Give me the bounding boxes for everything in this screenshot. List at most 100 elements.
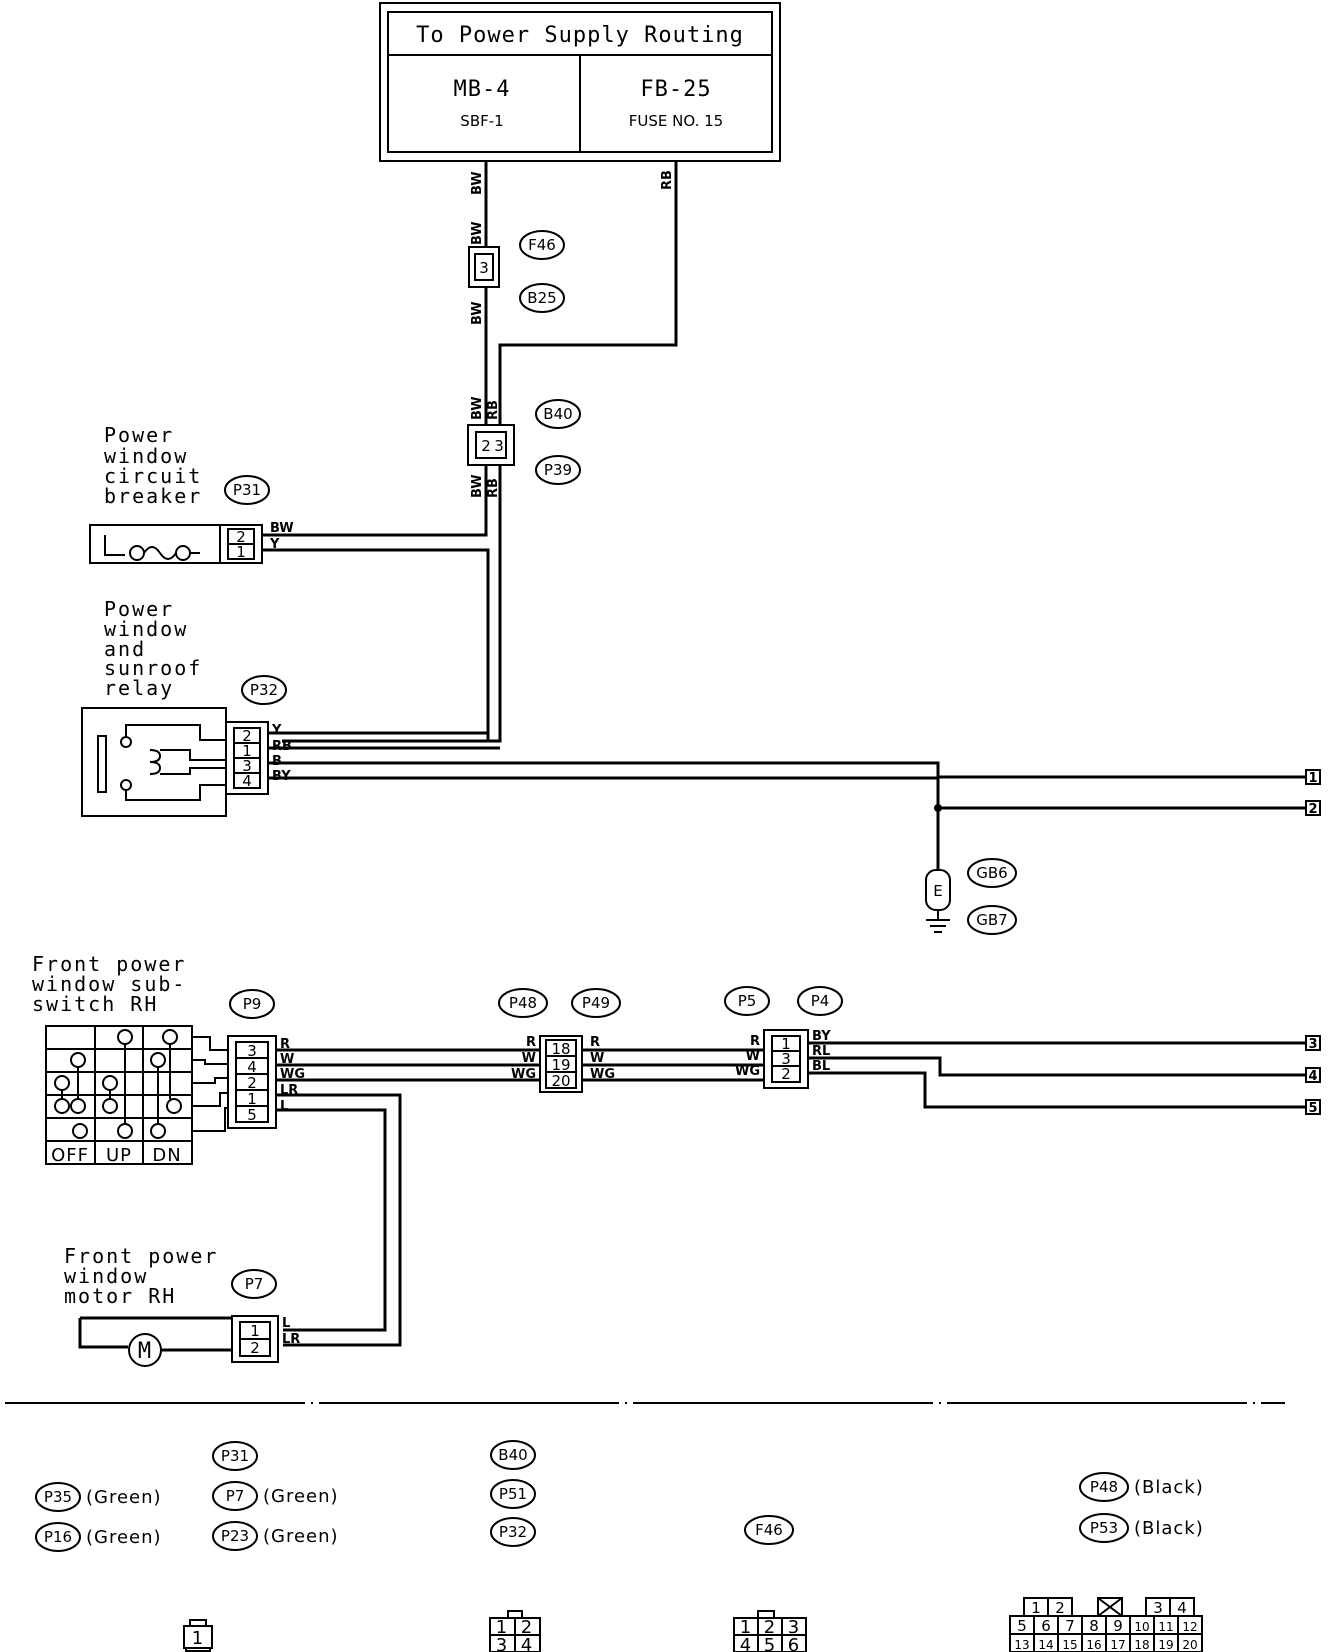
p9-pin-2: 2 [247,1074,257,1092]
wire-wg-p48r: WG [590,1067,615,1082]
wire-bw-3: BW [470,301,485,325]
p9-tag [229,989,275,1019]
wire-rl-p4: RL [812,1044,830,1059]
sbf1-label: SBF-1 [460,112,503,130]
wire-y-relay: Y [271,723,282,738]
face20-pin-12: 12 [1182,1620,1197,1634]
legend-p53-code: P53 [1090,1519,1118,1537]
connector-face-4pin: 1 2 3 4 [489,1610,541,1652]
subswitch: Front power window sub- switch RH P9 OFF… [32,952,305,1166]
wire-bw-cb: BW [270,521,294,536]
legend-p53-note: (Black) [1134,1518,1204,1539]
p49-tag-label: P49 [582,994,610,1012]
legend-b40-code: B40 [498,1446,527,1464]
motor: Front power window motor RH P7 M 1 2 L L… [64,1244,300,1367]
legend-p16: P16 (Green) [35,1522,161,1552]
b40-pin-3: 3 [494,437,504,455]
connector-face-6pin: 1 2 3 4 5 6 [733,1610,807,1652]
p7-pin-2: 2 [250,1339,260,1357]
p32-pin-3: 3 [242,757,252,775]
p5-tag-label: P5 [738,992,757,1010]
face20-pin-3: 3 [1153,1599,1163,1617]
p7-tag [231,1269,277,1299]
legend-p32-code: P32 [499,1523,527,1541]
wire-l-p7: L [282,1316,290,1331]
face2-pin-2: 2 [192,1650,204,1652]
legend-p23: P23 (Green) [212,1521,338,1551]
gb7-tag [967,905,1017,935]
legend: P35 (Green) P16 (Green) P31 P7 (Green) P… [35,1440,1204,1552]
motor-label-1: Front power [64,1244,218,1268]
circuit-breaker: Power window circuit breaker P31 2 1 BW … [89,423,490,741]
face20-pin-20: 20 [1182,1638,1197,1652]
face20-pin-4: 4 [1177,1599,1187,1617]
connector-face-2pin: 1 [183,1619,213,1652]
wire-bl-p4: BL [812,1059,830,1074]
motor-label-3: motor RH [64,1284,176,1308]
legend-f46-code: F46 [755,1521,783,1539]
relay-label-5: relay [104,676,174,700]
off-page-1-label: 1 [1308,771,1317,786]
wire-wg-p5: WG [735,1064,760,1079]
wire-w-p48l: W [522,1051,536,1066]
face2-pin-1: 1 [192,1628,204,1649]
p48-connector: P48 P49 18 19 20 R W WG R W WG [498,988,621,1093]
wire-rb-3: RB [486,478,501,498]
ground-symbol: E GB6 GB7 [925,858,1017,935]
p32-pin-2: 2 [242,727,252,745]
p5-pin-2: 2 [781,1065,791,1083]
cb-label-3: circuit [104,464,202,488]
relay-label-4: sunroof [104,656,202,680]
legend-f46: F46 [744,1515,794,1545]
off-page-3: 3 [1305,1035,1321,1052]
face4-pin-3: 3 [496,1635,508,1652]
p32-pin-1: 1 [242,742,252,760]
face4-pin-1: 1 [496,1617,508,1638]
legend-p35-note: (Green) [86,1487,162,1508]
face20-pin-10: 10 [1134,1620,1149,1634]
p32-tag-label: P32 [250,681,278,699]
wire-r-p48r: R [590,1035,600,1050]
p48-pin-18: 18 [551,1040,570,1058]
power-supply-title: To Power Supply Routing [416,23,744,48]
p39-tag: P39 [535,455,581,485]
subswitch-label-2: window sub- [32,972,186,996]
p5-tag [724,986,770,1016]
subswitch-label-3: switch RH [32,992,158,1016]
off-page-5: 5 [1305,1099,1321,1116]
position-off: OFF [51,1145,89,1166]
wire-r-p48l: R [526,1035,536,1050]
mb4-label: MB-4 [454,77,511,102]
off-page-4: 4 [1305,1067,1321,1084]
switch-harness [276,1041,1306,1347]
wire-rb-2: RB [486,400,501,420]
wire-r-p5: R [750,1034,760,1049]
face20-pin-8: 8 [1089,1617,1099,1635]
wire-rb-1: RB [660,170,675,190]
f46-connector: 3 [468,246,500,288]
b25-tag: B25 [519,283,565,313]
cb-label-4: breaker [104,484,202,508]
ground-e: E [933,882,942,900]
face20-pin-19: 19 [1158,1638,1173,1652]
p7-tag-label: P7 [245,1275,264,1293]
wire-bw-4: BW [470,396,485,420]
face4-pin-4: 4 [521,1635,533,1652]
wire-r-p9: R [280,1037,290,1052]
face20-pin-13: 13 [1014,1638,1029,1652]
p31-tag-label: P31 [233,481,261,499]
legend-p7-code: P7 [226,1487,245,1505]
wire-bw-1: BW [470,171,485,195]
p48-pin-19: 19 [551,1056,570,1074]
motor-label-2: window [64,1264,148,1288]
wire-wg-p9: WG [280,1067,305,1082]
legend-p48-note: (Black) [1134,1477,1204,1498]
b40-connector: 2 3 [467,424,515,466]
face6-pin-4: 4 [740,1635,752,1652]
p32-tag [241,675,287,705]
legend-p53: P53 (Black) [1079,1513,1204,1543]
p9-pin-1: 1 [247,1090,257,1108]
f46-tag-label: F46 [528,236,556,254]
p5-connector: P5 P4 1 3 2 R W WG BY RL BL [724,986,843,1089]
